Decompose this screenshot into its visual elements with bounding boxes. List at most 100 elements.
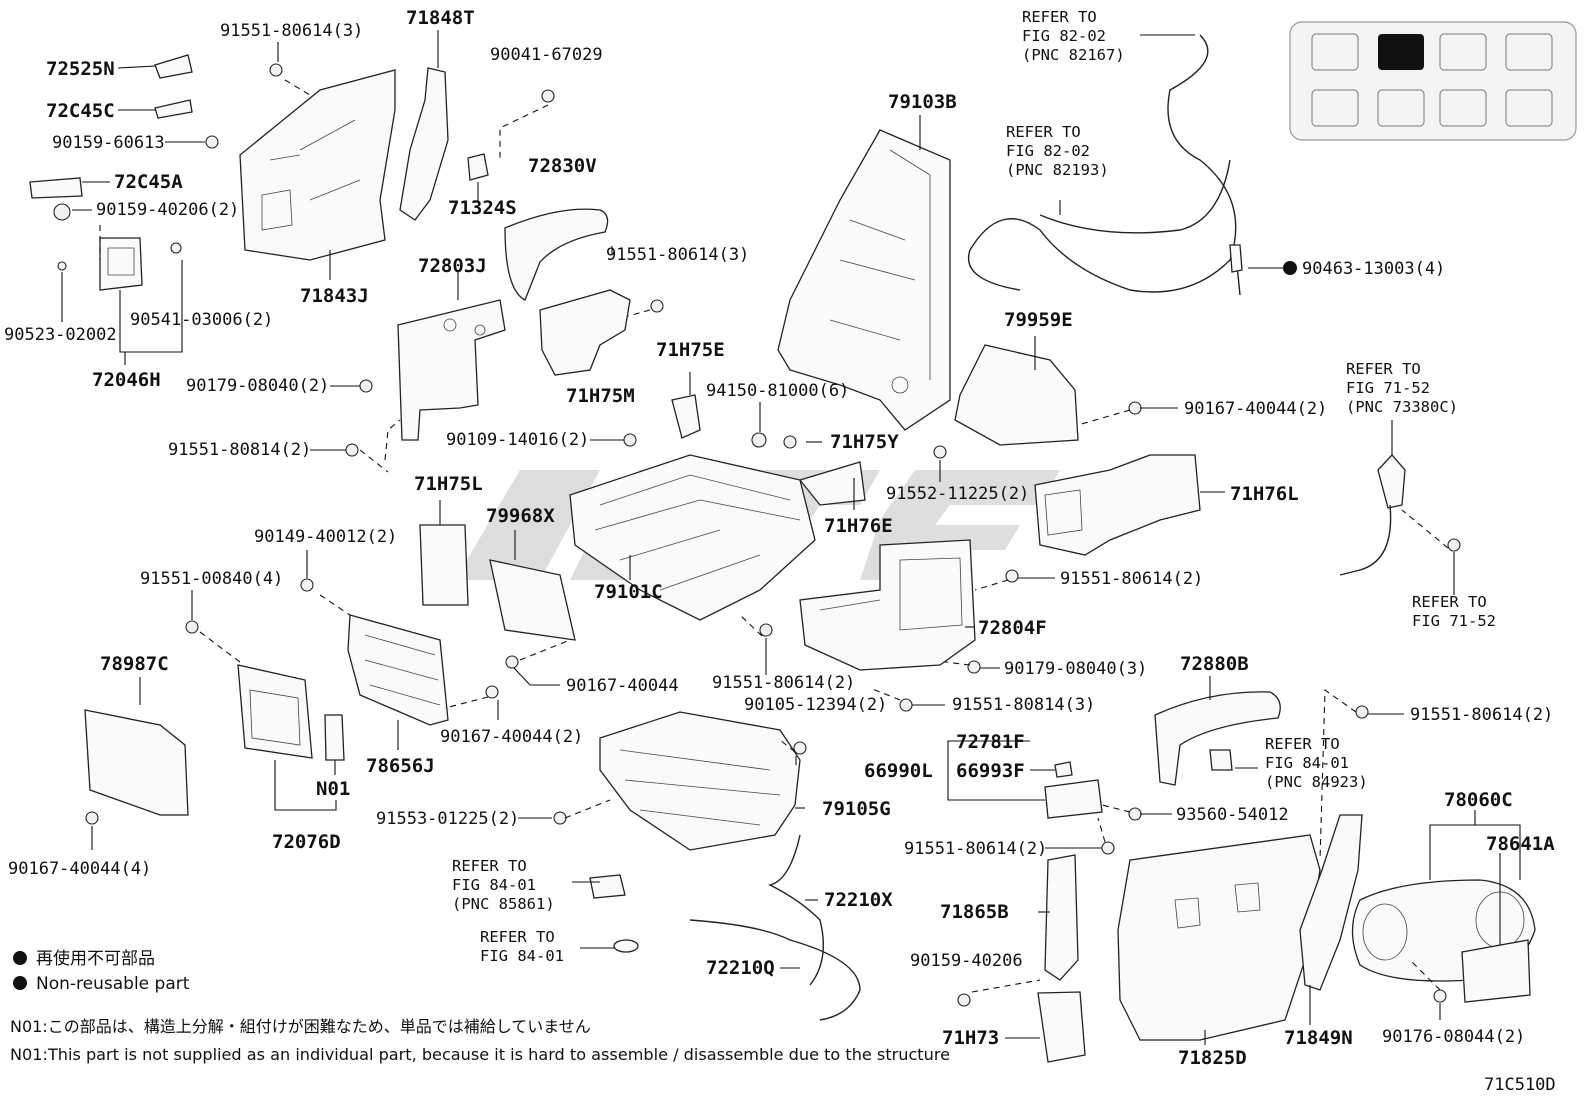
- part-labels: 72525N 72C45C 90159-60613 72C45A 90159-4…: [4, 7, 1555, 1069]
- label-91551-80614-3b: 91551-80614(3): [606, 245, 749, 265]
- note-en: N01:This part is not supplied as an indi…: [10, 1045, 950, 1064]
- label-91551-80814-2: 91551-80814(2): [168, 440, 311, 460]
- label-72803J: 72803J: [418, 255, 487, 277]
- dashed-paths: [99, 79, 1449, 993]
- label-90159-40206: 90159-40206: [910, 951, 1023, 971]
- ref-84923-line1: REFER TO: [1265, 735, 1340, 753]
- label-90167-40044a: 90167-40044: [566, 676, 679, 696]
- label-90167-40044-4: 90167-40044(4): [8, 859, 151, 879]
- label-78987C: 78987C: [100, 653, 169, 675]
- leader-lines: [61, 30, 1521, 1045]
- label-91551-80614-2c: 91551-80614(2): [904, 839, 1047, 859]
- ref-85861-line1: REFER TO: [452, 857, 527, 875]
- label-91551-80614-2d: 91551-80614(2): [1410, 705, 1553, 725]
- label-79103B: 79103B: [888, 91, 957, 113]
- label-79959E: 79959E: [1004, 309, 1073, 331]
- label-90179-08040-3: 90179-08040(3): [1004, 659, 1147, 679]
- legend-dot-jp: [13, 951, 27, 965]
- label-90041-67029: 90041-67029: [490, 45, 603, 65]
- label-66993F: 66993F: [956, 760, 1025, 782]
- label-72C45A: 72C45A: [114, 171, 183, 193]
- label-N01: N01: [316, 778, 350, 800]
- label-72C45C: 72C45C: [46, 100, 115, 122]
- label-72781F: 72781F: [956, 731, 1025, 753]
- label-72046H: 72046H: [92, 369, 161, 391]
- label-90176-08044-2: 90176-08044(2): [1382, 1027, 1525, 1047]
- label-78060C: 78060C: [1444, 789, 1513, 811]
- label-71843J: 71843J: [300, 285, 369, 307]
- ref-82193-line3: (PNC 82193): [1006, 161, 1109, 179]
- note-jp: N01:この部品は、構造上分解・組付けが困難なため、単品では補給していません: [10, 1017, 591, 1036]
- label-91551-80614-3a: 91551-80614(3): [220, 21, 363, 41]
- label-72076D: 72076D: [272, 831, 341, 853]
- label-91552-11225-2: 91552-11225(2): [886, 484, 1029, 504]
- part-shapes: [29, 34, 1536, 1063]
- label-79101C: 79101C: [594, 581, 663, 603]
- label-71865B: 71865B: [940, 901, 1009, 923]
- label-90109-14016-2: 90109-14016(2): [446, 430, 589, 450]
- label-71825D: 71825D: [1178, 1047, 1247, 1069]
- seat-position-indicator: [1289, 21, 1577, 141]
- label-90463-13003-4: 90463-13003(4): [1302, 259, 1445, 279]
- label-71H76E: 71H76E: [824, 515, 893, 537]
- label-71H73: 71H73: [942, 1027, 999, 1049]
- ref-7152-line2: FIG 71-52: [1412, 612, 1496, 630]
- ref-8401-line2: FIG 84-01: [480, 947, 564, 965]
- label-71849N: 71849N: [1284, 1027, 1353, 1049]
- ref-84923-line2: FIG 84-01: [1265, 754, 1349, 772]
- label-71848T: 71848T: [406, 7, 475, 29]
- label-72210Q: 72210Q: [706, 957, 775, 979]
- label-91551-00840-4: 91551-00840(4): [140, 569, 283, 589]
- label-78641A: 78641A: [1486, 833, 1555, 855]
- notes: N01:この部品は、構造上分解・組付けが困難なため、単品では補給していません N…: [10, 1017, 950, 1064]
- label-72525N: 72525N: [46, 58, 115, 80]
- ref-82193-line1: REFER TO: [1006, 123, 1081, 141]
- legend-en: Non-reusable part: [36, 974, 190, 994]
- label-90167-40044-2b: 90167-40044(2): [1184, 399, 1327, 419]
- legend-jp: 再使用不可部品: [36, 948, 155, 969]
- label-91553-01225-2: 91553-01225(2): [376, 809, 519, 829]
- label-94150-81000-6: 94150-81000(6): [706, 381, 849, 401]
- ref-85861-line3: (PNC 85861): [452, 895, 555, 913]
- label-72804F: 72804F: [978, 617, 1047, 639]
- non-reusable-marker: [1283, 261, 1297, 275]
- label-71H75L: 71H75L: [414, 473, 483, 495]
- label-78656J: 78656J: [366, 755, 435, 777]
- label-90105-12394-2: 90105-12394(2): [744, 695, 887, 715]
- ref-82167-line3: (PNC 82167): [1022, 46, 1125, 64]
- ref-73380C-line2: FIG 71-52: [1346, 379, 1430, 397]
- label-90179-08040-2: 90179-08040(2): [186, 376, 329, 396]
- ref-82167-line2: FIG 82-02: [1022, 27, 1106, 45]
- legend: 再使用不可部品 Non-reusable part: [13, 948, 190, 994]
- label-93560-54012: 93560-54012: [1176, 805, 1289, 825]
- label-79968X: 79968X: [486, 505, 555, 527]
- legend-dot-en: [13, 976, 27, 990]
- label-91551-80814-3: 91551-80814(3): [952, 695, 1095, 715]
- label-71H75M: 71H75M: [566, 385, 635, 407]
- label-90159-40206-2: 90159-40206(2): [96, 200, 239, 220]
- label-71H75E: 71H75E: [656, 339, 725, 361]
- ref-8401-line1: REFER TO: [480, 928, 555, 946]
- ref-82167-line1: REFER TO: [1022, 8, 1097, 26]
- label-90149-40012-2: 90149-40012(2): [254, 527, 397, 547]
- label-71H75Y: 71H75Y: [830, 431, 899, 453]
- label-90167-40044-2a: 90167-40044(2): [440, 727, 583, 747]
- label-91551-80614-2b: 91551-80614(2): [1060, 569, 1203, 589]
- label-90541-03006-2: 90541-03006(2): [130, 310, 273, 330]
- label-90159-60613: 90159-60613: [52, 133, 165, 153]
- ref-73380C-line3: (PNC 73380C): [1346, 398, 1458, 416]
- label-72880B: 72880B: [1180, 653, 1249, 675]
- label-90523-02002: 90523-02002: [4, 325, 117, 345]
- ref-7152-line1: REFER TO: [1412, 593, 1487, 611]
- label-72830V: 72830V: [528, 155, 597, 177]
- ref-82193-line2: FIG 82-02: [1006, 142, 1090, 160]
- label-71324S: 71324S: [448, 197, 517, 219]
